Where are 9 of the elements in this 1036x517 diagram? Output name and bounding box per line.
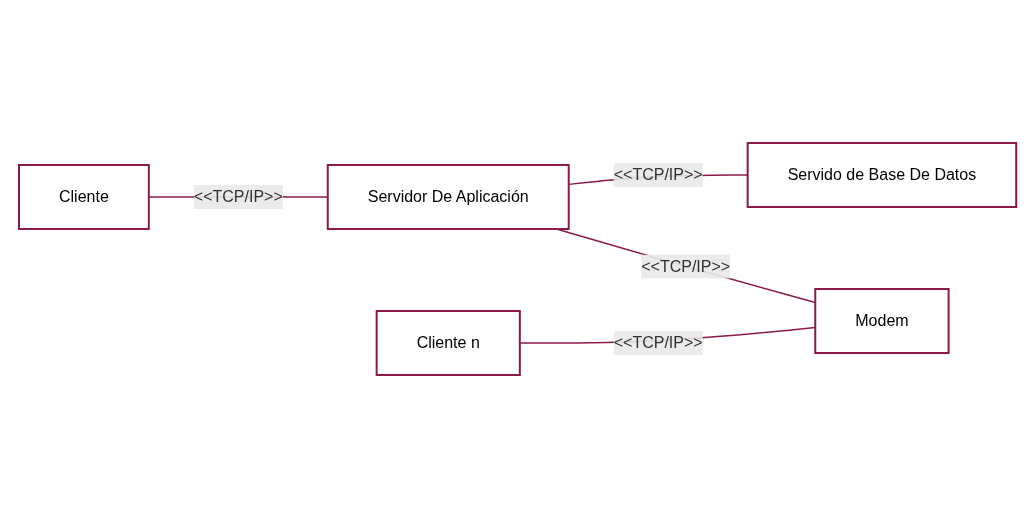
- node-box: Servidor De Aplicación: [327, 163, 571, 230]
- edge-label: <<TCP/IP>>: [641, 257, 731, 275]
- node-box: Cliente n: [376, 309, 522, 376]
- node-box: Servido de Base De Datos: [747, 141, 1018, 208]
- edge-label: <<TCP/IP>>: [614, 333, 704, 351]
- edge-label: <<TCP/IP>>: [614, 165, 704, 183]
- node-box: Modem: [814, 287, 950, 354]
- edge-label: <<TCP/IP>>: [194, 187, 284, 205]
- node-box: Cliente: [18, 163, 151, 230]
